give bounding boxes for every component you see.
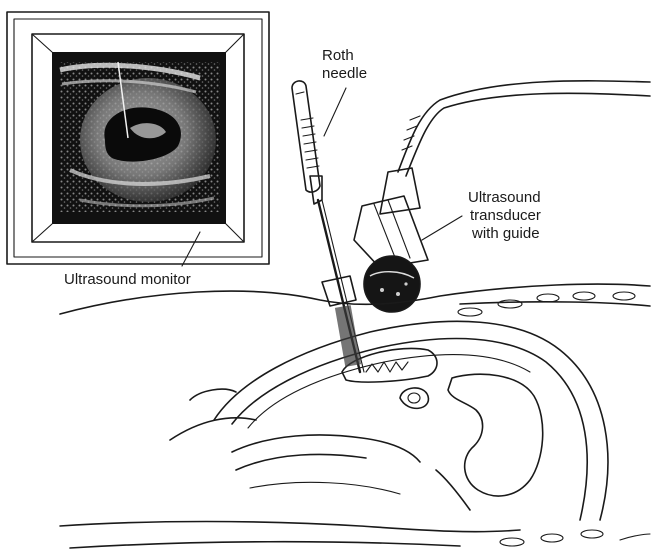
transducer-label-line1: Ultrasound [468,189,541,206]
ultrasound-screen-image [52,52,226,224]
transducer-label-line3: with guide [471,225,540,242]
uterine-wall-outer [214,321,608,520]
monitor-leader-line [182,232,200,266]
transducer-label-line2: transducer [470,207,541,224]
monitor-label: Ultrasound monitor [64,271,191,288]
fetus [232,374,543,510]
needle-label-line1: Roth [322,47,354,64]
cord-loop [400,388,428,408]
ultrasound-monitor [7,12,269,264]
needle-label-line2: needle [322,65,367,82]
fetal-body [448,374,543,496]
uterine-wall-inner [232,339,587,520]
lower-body-contours [60,522,650,549]
needle-leader-line [324,88,346,136]
transducer-leader-line [422,216,462,240]
